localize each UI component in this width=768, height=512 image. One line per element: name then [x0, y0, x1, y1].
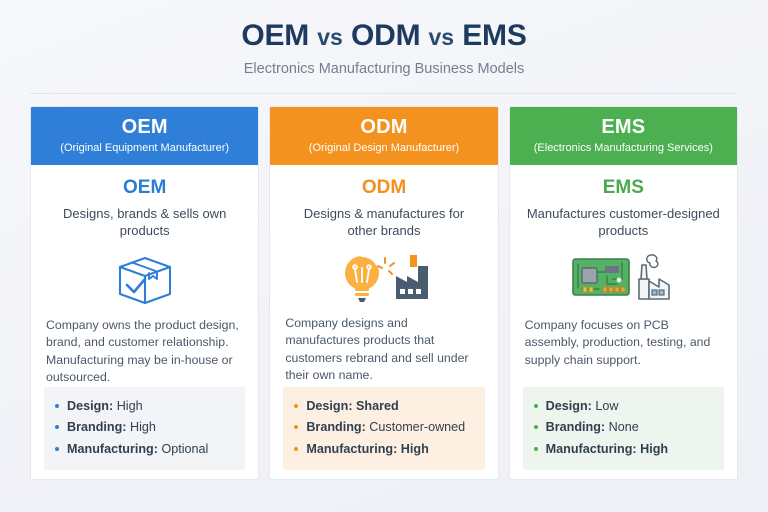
description-odm: Company designs and manufactures product… — [285, 315, 469, 383]
card-ems[interactable]: EMS (Electronics Manufacturing Services)… — [508, 106, 738, 481]
bullet-label: Design: — [545, 398, 592, 413]
card-abbr-odm: ODM — [360, 116, 408, 138]
bullet-value: High — [400, 442, 429, 457]
body-abbr-odm: ODM — [361, 177, 407, 199]
bullet-value: Optional — [161, 442, 209, 457]
bullet-design-ems: Design: Low — [532, 396, 716, 418]
tagline-odm: Designs & manufactures for other brands — [303, 206, 465, 239]
bullet-label: Design: — [306, 398, 353, 413]
bullet-label: Manufacturing: — [306, 442, 398, 457]
title-vs-2: vs — [428, 24, 455, 50]
lightbulb-factory-icon — [283, 247, 484, 309]
bullet-design-oem: Design: High — [53, 396, 237, 418]
bullet-manufacturing-oem: Manufacturing: Optional — [53, 439, 237, 461]
bullet-branding-oem: Branding: High — [53, 417, 237, 439]
tagline-ems: Manufactures customer-designed products — [526, 206, 720, 239]
bullet-value: None — [608, 420, 639, 435]
card-header-oem: OEM (Original Equipment Manufacturer) — [31, 107, 259, 166]
bullet-label: Manufacturing: — [67, 442, 158, 457]
card-fullname-odm: (Original Design Manufacturer) — [308, 142, 460, 154]
bullet-design-odm: Design: Shared — [292, 396, 476, 418]
card-oem[interactable]: OEM (Original Equipment Manufacturer) OE… — [30, 106, 260, 481]
bullet-label: Manufacturing: — [545, 442, 637, 457]
infographic-header: OEM vs ODM vs EMS Electronics Manufactur… — [0, 0, 768, 94]
bullet-manufacturing-ems: Manufacturing: High — [532, 439, 716, 461]
page-subtitle: Electronics Manufacturing Business Model… — [243, 61, 525, 77]
bullets-odm: Design: Shared Branding: Customer-owned … — [283, 386, 485, 471]
tagline-oem: Designs, brands & sells own products — [63, 206, 227, 239]
bullet-value: Low — [595, 398, 619, 413]
card-body-ems: EMS Manufactures customer-designed produ… — [510, 165, 737, 479]
card-fullname-ems: (Electronics Manufacturing Services) — [533, 142, 713, 154]
title-odm: ODM — [350, 19, 421, 52]
description-ems: Company focuses on PCB assembly, product… — [524, 317, 711, 367]
bullet-label: Branding: — [545, 420, 606, 435]
card-abbr-ems: EMS — [601, 116, 646, 138]
card-abbr-oem: OEM — [121, 116, 168, 138]
card-body-oem: OEM Designs, brands & sells own products… — [31, 165, 258, 479]
bullets-ems: Design: Low Branding: None Manufacturing… — [522, 386, 724, 471]
body-abbr-oem: OEM — [123, 177, 167, 199]
header-divider — [30, 93, 738, 94]
card-odm[interactable]: ODM (Original Design Manufacturer) ODM D… — [269, 106, 499, 481]
card-body-odm: ODM Designs & manufactures for other bra… — [270, 165, 497, 479]
circuit-board-factory-icon — [523, 247, 724, 309]
card-fullname-oem: (Original Equipment Manufacturer) — [60, 142, 230, 154]
bullet-value: High — [640, 442, 669, 457]
page-title: OEM vs ODM vs EMS — [0, 19, 768, 52]
card-header-odm: ODM (Original Design Manufacturer) — [270, 107, 498, 166]
bullet-label: Design: — [67, 398, 114, 413]
body-abbr-ems: EMS — [602, 177, 644, 199]
title-vs-1: vs — [317, 24, 343, 50]
bullet-value: Shared — [356, 398, 399, 413]
title-oem: OEM — [241, 19, 310, 52]
bullet-value: Customer-owned — [369, 420, 466, 435]
description-oem: Company owns the product design, brand, … — [46, 317, 239, 385]
bullet-branding-odm: Branding: Customer-owned — [292, 417, 476, 439]
comparison-columns: OEM (Original Equipment Manufacturer) OE… — [0, 94, 768, 481]
bullets-oem: Design: High Branding: High Manufacturin… — [44, 386, 246, 471]
package-box-check-icon — [44, 247, 245, 309]
card-header-ems: EMS (Electronics Manufacturing Services) — [509, 107, 737, 166]
title-ems: EMS — [462, 19, 527, 52]
bullet-value: High — [129, 420, 156, 435]
bullet-label: Branding: — [67, 420, 127, 435]
bullet-value: High — [116, 398, 143, 413]
bullet-manufacturing-odm: Manufacturing: High — [292, 439, 476, 461]
bullet-label: Branding: — [306, 420, 366, 435]
bullet-branding-ems: Branding: None — [532, 417, 716, 439]
